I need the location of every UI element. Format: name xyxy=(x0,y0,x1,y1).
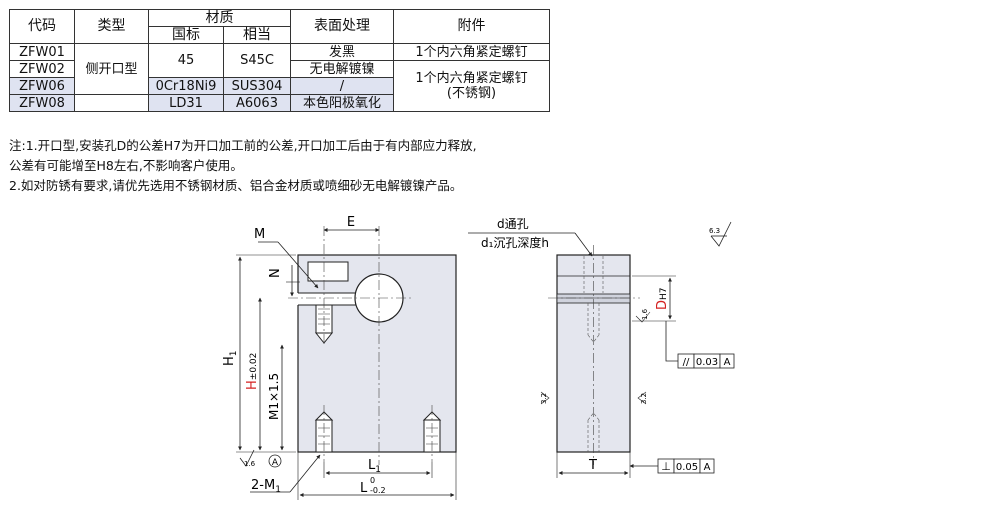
datum-circle xyxy=(268,454,282,468)
surface-cell: 无电解镀镍 xyxy=(290,60,394,78)
roughness-value: 3.2 xyxy=(640,393,648,404)
dim-L-tol-up: 0 xyxy=(370,476,375,485)
spec-table: 代码 类型 材质 表面处理 附件 国标 相当 ZFW01 侧开口型 45 S45… xyxy=(9,9,550,112)
dim-L: L xyxy=(360,481,368,496)
general-roughness: 6.3 xyxy=(709,221,732,247)
material-equiv-cell: A6063 xyxy=(223,94,291,112)
tol-perp-ref: A xyxy=(704,462,711,473)
type-cell: 侧开口型 xyxy=(74,43,149,95)
tol-parallel-ref: A xyxy=(724,357,731,368)
datum-A: A xyxy=(272,458,279,468)
label-2M1: 2-M1 xyxy=(251,478,281,495)
accessory-line: (不锈钢) xyxy=(446,86,497,101)
row-code: ZFW02 xyxy=(9,60,75,78)
tol-perp-sym: ⊥ xyxy=(661,460,671,473)
material-gb-cell: 0Cr18Ni9 xyxy=(148,77,224,95)
dim-T: T xyxy=(588,458,597,473)
side-view: d通孔 d₁沉孔深度h DH7 1.6 // 0.03 A 3.2 3.2 T xyxy=(468,217,735,478)
accessory-line: 1个内六角紧定螺钉 xyxy=(415,71,528,86)
header-accessory: 附件 xyxy=(393,9,550,44)
roughness-value: 1.6 xyxy=(244,460,256,468)
tol-parallel-sym: // xyxy=(683,357,690,368)
note-line: 注:1.开口型,安装孔D的公差H7为开口加工前的公差,开口加工后由于有内部应力释… xyxy=(9,138,477,153)
label-d-thru-hole: d通孔 xyxy=(497,217,529,231)
label-d1-counterbore: d₁沉孔深度h xyxy=(481,235,549,250)
material-equiv-cell: SUS304 xyxy=(223,77,291,95)
roughness-value: 6.3 xyxy=(709,227,720,235)
label-N: N xyxy=(268,268,283,278)
dim-H: H±0.02 xyxy=(245,353,260,390)
header-code: 代码 xyxy=(9,9,75,44)
dim-L-tol-dn: -0.2 xyxy=(370,486,386,495)
dim-L1: L1 xyxy=(368,458,381,475)
dim-D: DH7 xyxy=(655,287,670,310)
label-M: M xyxy=(254,227,265,242)
row-code: ZFW06 xyxy=(9,77,75,95)
material-equiv-cell: S45C xyxy=(223,43,291,78)
tol-parallel-val: 0.03 xyxy=(696,357,718,368)
dim-H1: H1 xyxy=(222,350,239,366)
roughness-value: 3.2 xyxy=(540,393,548,404)
notes: 注:1.开口型,安装孔D的公差H7为开口加工前的公差,开口加工后由于有内部应力释… xyxy=(9,136,477,196)
note-line: 公差有可能增至H8左右,不影响客户使用。 xyxy=(9,158,243,173)
dim-M1-pitch: M1×1.5 xyxy=(267,373,281,420)
header-type: 类型 xyxy=(74,9,149,44)
front-view: E M N H1 H±0.02 M1×1.5 1.6 A xyxy=(222,215,457,500)
roughness-value: 1.6 xyxy=(641,308,649,320)
surface-cell: 本色阳极氧化 xyxy=(290,94,394,112)
row-code: ZFW08 xyxy=(9,94,75,112)
tol-perp-val: 0.05 xyxy=(676,462,698,473)
dim-E: E xyxy=(347,215,355,230)
material-gb-cell: LD31 xyxy=(148,94,224,112)
header-material-equiv: 相当 xyxy=(223,26,291,44)
accessory-cell: 1个内六角紧定螺钉 (不锈钢) xyxy=(393,60,550,112)
note-line: 2.如对防锈有要求,请优先选用不锈钢材质、铝合金材质或喷细砂无电解镀镍产品。 xyxy=(9,178,463,193)
